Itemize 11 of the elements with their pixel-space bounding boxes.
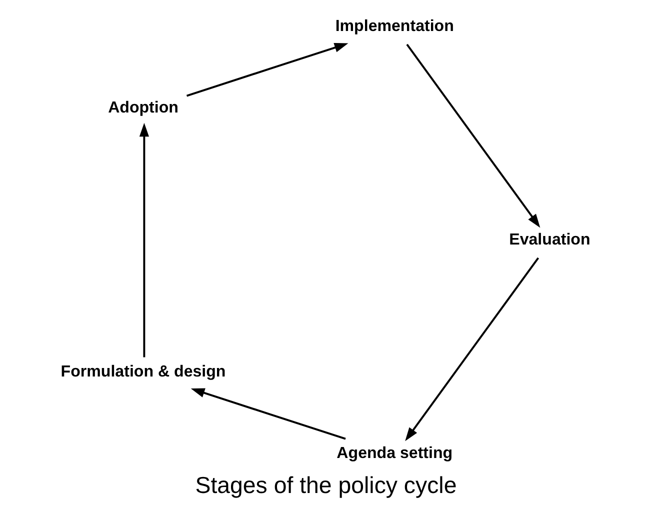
arrow xyxy=(186,42,348,97)
arrow xyxy=(190,388,346,440)
node-text: Implementation xyxy=(334,17,454,36)
arrow xyxy=(138,122,149,358)
arrow xyxy=(406,44,540,228)
node-text: Evaluation xyxy=(508,230,590,249)
node-text: Formulation & design xyxy=(60,362,226,380)
diagram-title: Stages of the policy cycle xyxy=(194,472,456,498)
arrow xyxy=(404,257,539,442)
node-text: Adoption xyxy=(108,98,178,117)
node-text: Agenda setting xyxy=(336,444,452,462)
